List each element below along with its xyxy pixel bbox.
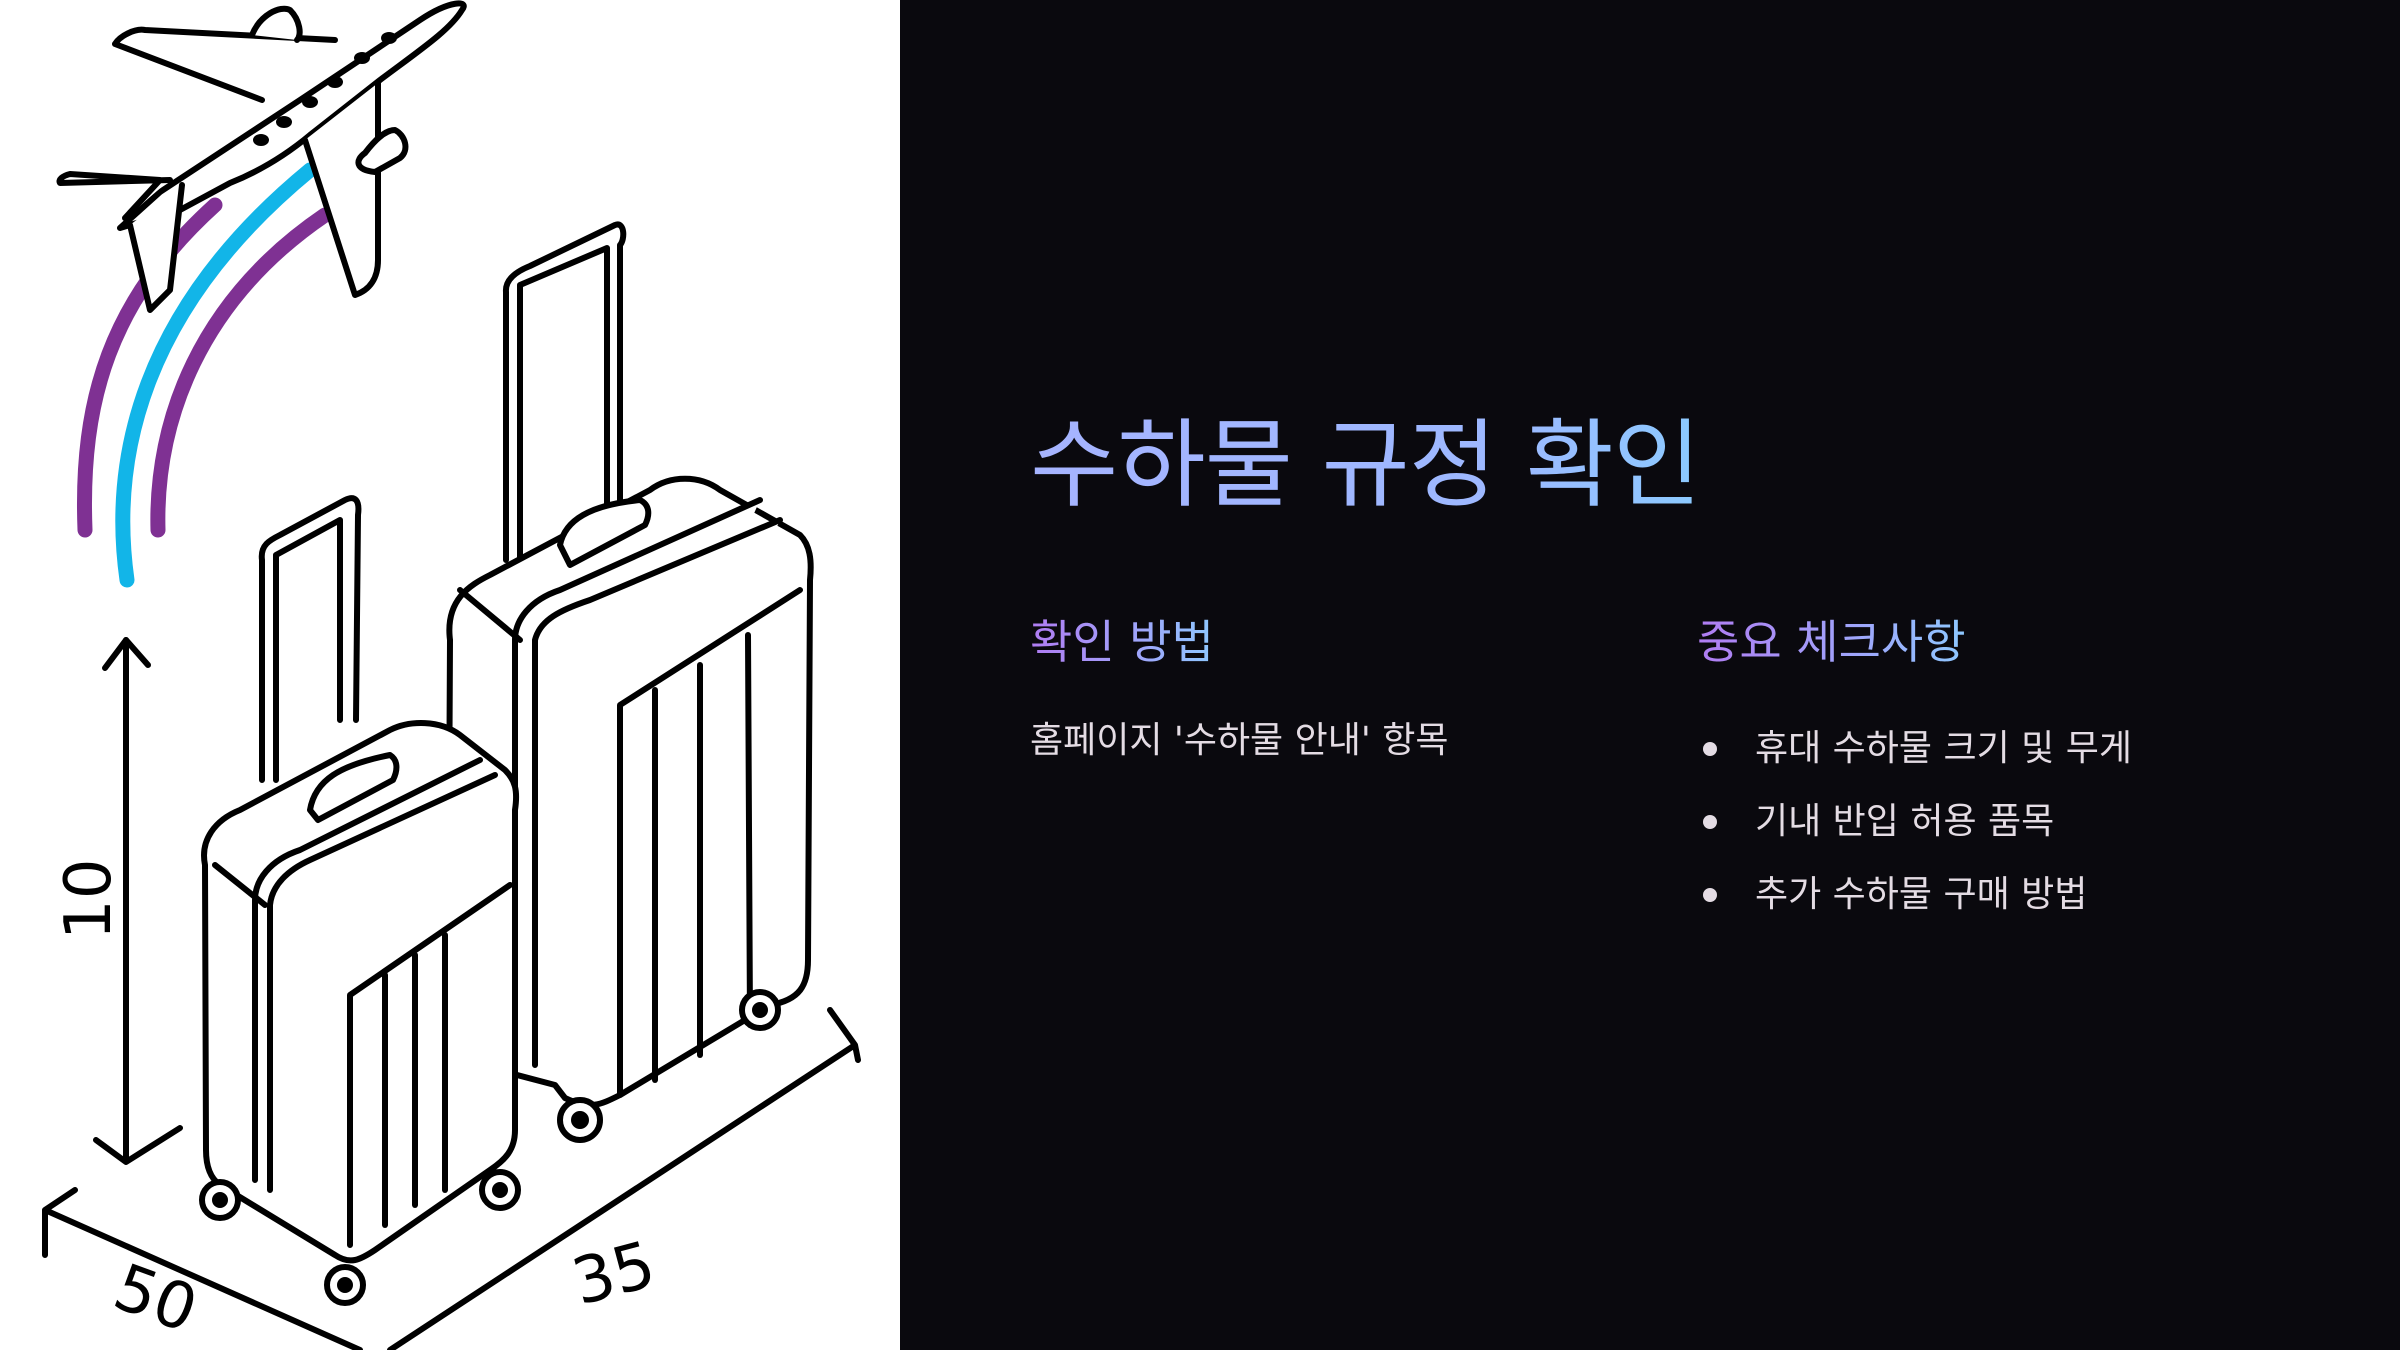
section-heading: 확인 방법: [1030, 615, 1214, 669]
section-how-to-check: 확인 방법 홈페이지 '수하물 안내' 항목: [1030, 615, 1590, 765]
section-body: 홈페이지 '수하물 안내' 항목: [1030, 720, 1449, 762]
section-heading: 중요 체크사항: [1697, 615, 1966, 669]
list-item: 휴대 수하물 크기 및 무게: [1697, 712, 2257, 785]
list-item-label: 추가 수하물 구매 방법: [1755, 874, 2088, 916]
contrail-icon: [77, 162, 333, 588]
list-item-label: 기내 반입 허용 품목: [1755, 801, 2055, 843]
list-item: 추가 수하물 구매 방법: [1697, 858, 2257, 931]
depth-label: 50: [105, 1250, 207, 1347]
airplane-icon: [56, 0, 467, 313]
slide-title: 수하물 규정 확인: [1030, 408, 1701, 523]
checklist: 휴대 수하물 크기 및 무게 기내 반입 허용 품목 추가 수하물 구매 방법: [1697, 712, 2257, 931]
bullet-icon: [1703, 742, 1717, 757]
section-important-checks: 중요 체크사항 휴대 수하물 크기 및 무게 기내 반입 허용 품목 추가 수하…: [1697, 615, 2257, 931]
luggage-illustration: 10 50 35: [42, 0, 861, 1350]
list-item-label: 휴대 수하물 크기 및 무게: [1755, 728, 2132, 770]
large-suitcase-icon: [445, 221, 814, 1143]
bullet-icon: [1703, 888, 1717, 903]
content-panel: 수하물 규정 확인 확인 방법 홈페이지 '수하물 안내' 항목 중요 체크사항…: [900, 0, 2400, 1350]
bullet-icon: [1703, 815, 1717, 830]
width-label: 35: [565, 1228, 663, 1321]
illustration-panel: 10 50 35: [0, 0, 900, 1350]
height-arrow-icon: 10: [52, 637, 183, 1165]
height-label: 10: [52, 859, 126, 940]
list-item: 기내 반입 허용 품목: [1697, 785, 2257, 858]
small-suitcase-icon: [199, 495, 521, 1306]
